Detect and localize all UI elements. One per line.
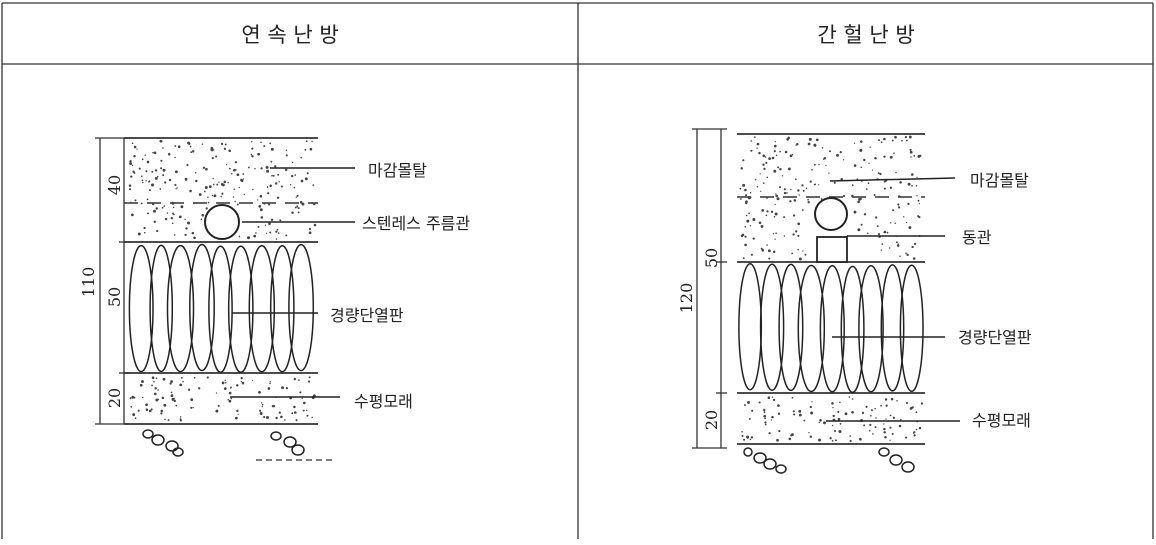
label-finishing-mortar: 마감몰탈 bbox=[368, 161, 427, 180]
insulation-board-layer bbox=[128, 243, 315, 374]
dim-layer-20: 20 bbox=[105, 388, 124, 408]
label-leveling-sand: 수평모래 bbox=[972, 411, 1031, 430]
dim-layer-20: 20 bbox=[702, 410, 721, 430]
intermittent-layer-lines bbox=[737, 133, 925, 445]
intermittent-section: 120 50 20 마감몰탈 동관 경량단열판 수평모래 bbox=[677, 128, 1032, 474]
label-leveling-sand: 수평모래 bbox=[354, 392, 413, 411]
dim-layer-50: 50 bbox=[702, 248, 721, 268]
dim-layer-40: 40 bbox=[105, 175, 124, 195]
gravel-marks bbox=[743, 447, 915, 474]
continuous-section: 110 40 50 20 마감몰탈 스텐레스 주름관 경량단열판 수평모래 bbox=[79, 137, 470, 461]
continuous-leader-lines bbox=[230, 167, 355, 398]
header-continuous-heating: 연 속 난 방 bbox=[241, 23, 338, 47]
pipe-support-block bbox=[816, 236, 848, 263]
finishing-mortar-layer bbox=[739, 135, 922, 261]
leveling-sand-layer bbox=[741, 396, 923, 442]
dim-layer-50: 50 bbox=[105, 287, 124, 307]
insulation-board-layer bbox=[738, 262, 924, 394]
intermittent-dimension-lines bbox=[692, 128, 727, 449]
finishing-mortar-layer bbox=[128, 139, 317, 240]
leveling-sand-layer bbox=[129, 376, 316, 422]
copper-pipe-shape bbox=[814, 197, 848, 231]
label-finishing-mortar: 마감몰탈 bbox=[970, 171, 1029, 190]
label-insulation-board: 경량단열판 bbox=[330, 306, 404, 325]
label-insulation-board: 경량단열판 bbox=[958, 328, 1032, 347]
gravel-marks bbox=[142, 429, 305, 457]
dim-total-120: 120 bbox=[677, 283, 696, 314]
header-intermittent-heating: 간 헐 난 방 bbox=[817, 23, 914, 47]
dim-total-110: 110 bbox=[79, 267, 98, 298]
label-copper-pipe: 동관 bbox=[962, 228, 992, 247]
stainless-corrugated-pipe-shape bbox=[204, 204, 240, 240]
label-stainless-corrugated-pipe: 스텐레스 주름관 bbox=[362, 214, 470, 233]
intermittent-leader-lines bbox=[826, 177, 960, 422]
